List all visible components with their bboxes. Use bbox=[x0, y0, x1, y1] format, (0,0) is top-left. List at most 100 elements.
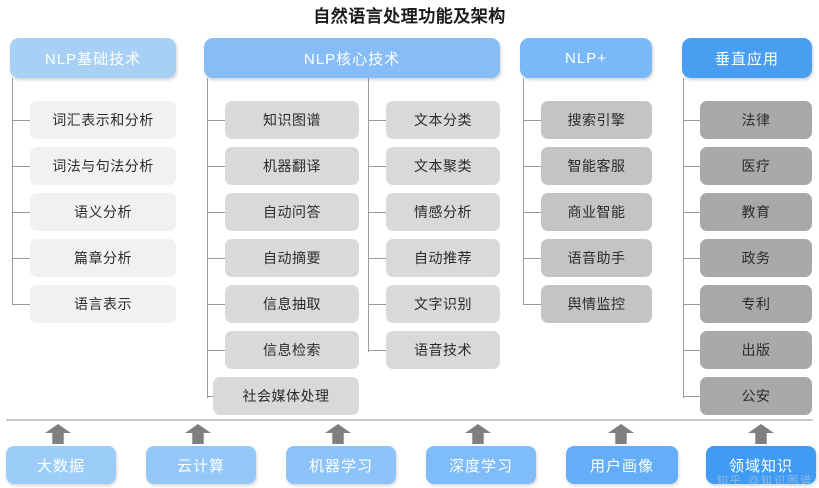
node-item[interactable]: 自动摘要 bbox=[225, 239, 359, 277]
foundation-item[interactable]: 深度学习 bbox=[426, 446, 536, 484]
foundation-item[interactable]: 云计算 bbox=[146, 446, 256, 484]
connector-branch bbox=[683, 350, 700, 351]
node-label: 法律 bbox=[741, 112, 771, 128]
connector-branch bbox=[683, 396, 700, 397]
column-header-label: NLP核心技术 bbox=[303, 50, 401, 68]
node-label: 社会媒体处理 bbox=[242, 388, 330, 404]
foundation-item[interactable]: 用户画像 bbox=[566, 446, 678, 484]
node-label: 信息检索 bbox=[263, 342, 321, 358]
node-item[interactable]: 篇章分析 bbox=[30, 239, 176, 277]
node-label: 机器翻译 bbox=[263, 158, 321, 174]
connector-branch bbox=[207, 258, 225, 259]
connector-branch bbox=[683, 304, 700, 305]
connector-branch bbox=[683, 166, 700, 167]
column-header-label: NLP基础技术 bbox=[44, 50, 142, 68]
node-label: 医疗 bbox=[741, 158, 771, 174]
connector-trunk-c1 bbox=[12, 78, 13, 304]
up-arrow-icon bbox=[748, 424, 774, 444]
column-header-nlp-plus[interactable]: NLP+ bbox=[520, 38, 652, 78]
node-item[interactable]: 智能客服 bbox=[541, 147, 652, 185]
node-item[interactable]: 语言表示 bbox=[30, 285, 176, 323]
node-label: 文本分类 bbox=[414, 112, 472, 128]
node-item[interactable]: 词法与句法分析 bbox=[30, 147, 176, 185]
connector-branch bbox=[368, 350, 386, 351]
node-item[interactable]: 自动推荐 bbox=[386, 239, 500, 277]
connector-branch bbox=[368, 212, 386, 213]
node-item[interactable]: 机器翻译 bbox=[225, 147, 359, 185]
node-item[interactable]: 语义分析 bbox=[30, 193, 176, 231]
node-item[interactable]: 搜索引擎 bbox=[541, 101, 652, 139]
connector-branch bbox=[368, 120, 386, 121]
column-header-nlp-basic[interactable]: NLP基础技术 bbox=[10, 38, 176, 78]
node-label: 搜索引擎 bbox=[567, 112, 626, 128]
connector-trunk-c5 bbox=[683, 78, 684, 398]
node-item[interactable]: 商业智能 bbox=[541, 193, 652, 231]
up-arrow-icon bbox=[465, 424, 491, 444]
node-item[interactable]: 信息检索 bbox=[225, 331, 359, 369]
node-item[interactable]: 公安 bbox=[700, 377, 812, 415]
node-label: 语义分析 bbox=[74, 204, 132, 220]
node-label: 舆情监控 bbox=[567, 296, 626, 312]
connector-branch bbox=[523, 120, 541, 121]
connector-branch bbox=[683, 258, 700, 259]
node-item[interactable]: 信息抽取 bbox=[225, 285, 359, 323]
node-label: 情感分析 bbox=[414, 204, 472, 220]
node-label: 商业智能 bbox=[567, 204, 626, 220]
node-label: 政务 bbox=[741, 250, 771, 266]
column-header-label: 垂直应用 bbox=[714, 50, 779, 68]
connector-trunk-c4 bbox=[523, 78, 524, 304]
node-label: 专利 bbox=[741, 296, 771, 312]
node-item[interactable]: 教育 bbox=[700, 193, 812, 231]
node-label: 公安 bbox=[741, 388, 771, 404]
node-item[interactable]: 自动问答 bbox=[225, 193, 359, 231]
foundation-label: 云计算 bbox=[176, 457, 225, 475]
node-label: 教育 bbox=[741, 204, 771, 220]
node-item[interactable]: 文字识别 bbox=[386, 285, 500, 323]
connector-branch bbox=[12, 212, 30, 213]
connector-branch bbox=[523, 304, 541, 305]
node-label: 文本聚类 bbox=[414, 158, 472, 174]
connector-branch bbox=[368, 258, 386, 259]
connector-branch bbox=[683, 212, 700, 213]
node-label: 信息抽取 bbox=[263, 296, 321, 312]
foundation-item[interactable]: 领域知识 bbox=[706, 446, 816, 484]
node-item[interactable]: 政务 bbox=[700, 239, 812, 277]
column-header-nlp-core[interactable]: NLP核心技术 bbox=[204, 38, 500, 78]
node-label: 语言表示 bbox=[74, 296, 132, 312]
node-item[interactable]: 专利 bbox=[700, 285, 812, 323]
node-item[interactable]: 文本分类 bbox=[386, 101, 500, 139]
node-item[interactable]: 舆情监控 bbox=[541, 285, 652, 323]
up-arrow-icon bbox=[608, 424, 634, 444]
node-item[interactable]: 出版 bbox=[700, 331, 812, 369]
foundation-divider bbox=[6, 419, 813, 421]
node-label: 语音技术 bbox=[414, 342, 472, 358]
node-label: 自动问答 bbox=[263, 204, 321, 220]
column-header-vertical-apps[interactable]: 垂直应用 bbox=[682, 38, 812, 78]
node-item[interactable]: 知识图谱 bbox=[225, 101, 359, 139]
node-label: 知识图谱 bbox=[263, 112, 321, 128]
connector-branch bbox=[207, 120, 225, 121]
node-item[interactable]: 文本聚类 bbox=[386, 147, 500, 185]
connector-branch bbox=[12, 120, 30, 121]
node-item[interactable]: 词汇表示和分析 bbox=[30, 101, 176, 139]
node-item[interactable]: 语音技术 bbox=[386, 331, 500, 369]
node-item[interactable]: 法律 bbox=[700, 101, 812, 139]
foundation-item[interactable]: 大数据 bbox=[6, 446, 116, 484]
connector-branch bbox=[207, 166, 225, 167]
node-item[interactable]: 医疗 bbox=[700, 147, 812, 185]
node-label: 篇章分析 bbox=[74, 250, 132, 266]
connector-branch bbox=[207, 304, 225, 305]
node-item[interactable]: 社会媒体处理 bbox=[213, 377, 359, 415]
foundation-label: 深度学习 bbox=[448, 457, 513, 475]
connector-branch bbox=[523, 258, 541, 259]
up-arrow-icon bbox=[325, 424, 351, 444]
page-title: 自然语言处理功能及架构 bbox=[313, 7, 506, 26]
node-item[interactable]: 情感分析 bbox=[386, 193, 500, 231]
connector-branch bbox=[683, 120, 700, 121]
connector-branch bbox=[207, 212, 225, 213]
foundation-item[interactable]: 机器学习 bbox=[286, 446, 396, 484]
node-label: 自动推荐 bbox=[414, 250, 472, 266]
node-item[interactable]: 语音助手 bbox=[541, 239, 652, 277]
connector-branch bbox=[12, 304, 30, 305]
